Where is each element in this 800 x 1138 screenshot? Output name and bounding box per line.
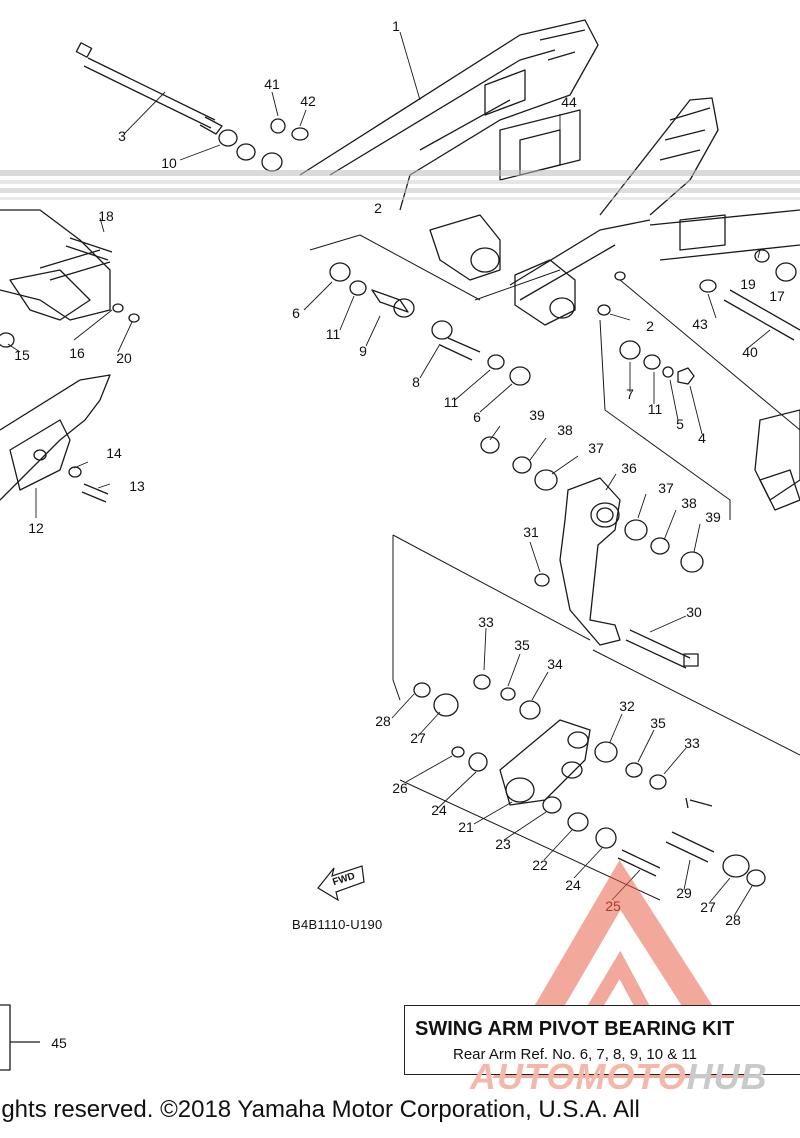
part-number: 39 [529,407,545,423]
part-number: 39 [705,509,721,525]
part-number: 10 [161,155,177,171]
part-number: 19 [740,276,756,292]
part-number: 11 [325,326,341,342]
part-number: 43 [692,316,708,332]
part-number: 30 [686,604,702,620]
part-number: 2 [374,200,382,216]
part-number: 21 [458,819,474,835]
part-number: 35 [514,637,530,653]
part-number: 12 [28,520,44,536]
part-number: 5 [676,416,684,432]
grouping-lines [309,234,800,901]
part-number: 22 [532,857,548,873]
part-number: 14 [106,445,122,461]
drawing-code: B4B1110-U190 [292,917,383,932]
part-number: 23 [495,836,511,852]
connecting-rod [413,674,766,887]
part-number: 34 [547,656,563,672]
part-number: 38 [557,422,573,438]
part-number: 24 [565,877,581,893]
part-number: 2 [646,318,654,334]
part-number: 35 [650,715,666,731]
part-number: 11 [443,394,459,410]
part-number: 38 [681,495,697,511]
part-number: 3 [118,128,126,144]
kit-subtitle: Rear Arm Ref. No. 6, 7, 8, 9, 10 & 11 [453,1046,698,1063]
part-number: 15 [14,347,30,363]
bushings-row [218,118,800,386]
copyright-line: rights reserved. ©2018 Yamaha Motor Corp… [0,1096,640,1123]
kit-info-box: SWING ARM PIVOT BEARING KIT Rear Arm Ref… [404,1005,800,1075]
part-number: 16 [69,345,85,361]
part-number: 8 [412,374,420,390]
scan-noise-band [0,170,800,200]
part-number: 27 [410,730,426,746]
part-number: 42 [300,93,316,109]
part-number: 41 [264,76,280,92]
part-number: 36 [621,460,637,476]
part-number: 27 [700,899,716,915]
relay-arm [480,436,704,669]
part-number: 4 [698,430,706,446]
part-number-highlighted: 25 [605,898,621,914]
leader-lines [7,31,771,917]
part-number: 45 [51,1035,67,1051]
pivot-axle [75,42,223,135]
part-number: 13 [129,478,145,494]
part-number: 44 [561,94,577,110]
part-number: 9 [359,343,367,359]
part-number: 17 [769,288,785,304]
part-number: 18 [98,208,114,224]
swing-arm-body [299,19,800,511]
part-number: 20 [116,350,132,366]
part-number: 6 [473,409,481,425]
part-number: 37 [588,440,604,456]
part-number: 32 [619,698,635,714]
part-number: 29 [676,885,692,901]
kit-title: SWING ARM PIVOT BEARING KIT [415,1018,735,1040]
part-number: 40 [742,344,758,360]
part-number: 11 [647,401,663,417]
part-number: 28 [375,713,391,729]
part-number: 33 [684,735,700,751]
part-number: 28 [725,912,741,928]
watermark-part-a: AUTOMOTO [470,1056,687,1097]
part-number: 33 [478,614,494,630]
part-number: 37 [658,480,674,496]
part-number: 31 [523,524,539,540]
part-number: 6 [292,305,300,321]
watermark-text: AUTOMOTOHUB [470,1056,768,1098]
part-number: 7 [626,386,634,402]
part-number: 1 [392,18,400,34]
watermark-part-b: HUB [686,1056,768,1097]
part-number: 26 [392,780,408,796]
fwd-arrow [317,865,365,902]
part-number: 24 [431,802,447,818]
left-side-parts [0,209,140,1071]
